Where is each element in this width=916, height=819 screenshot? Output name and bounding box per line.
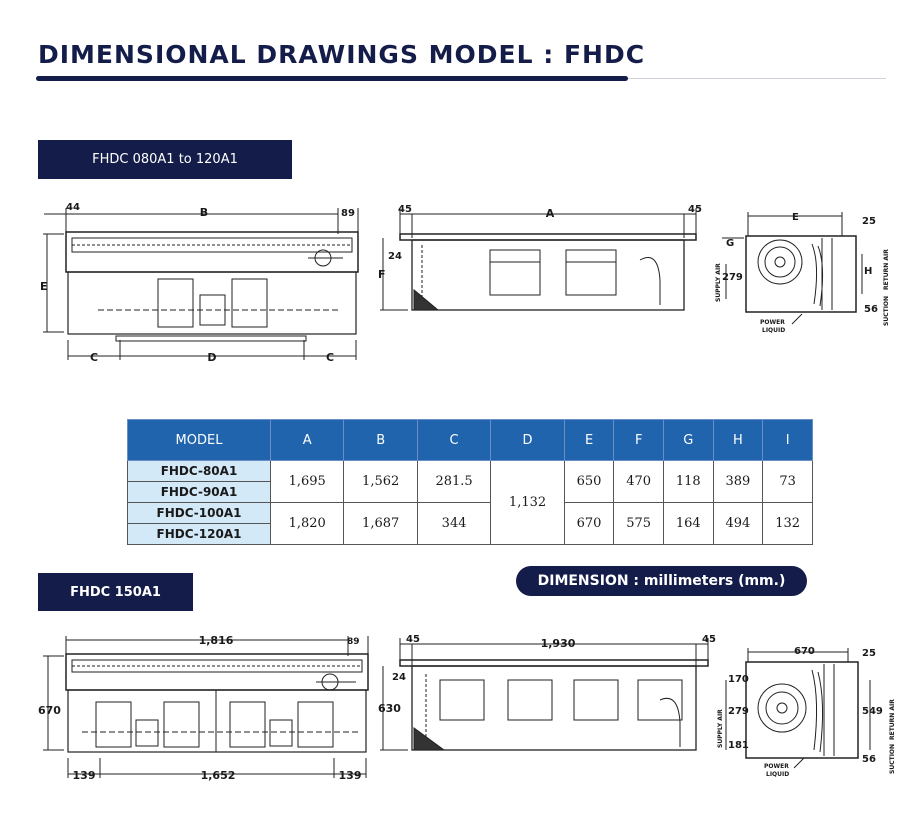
- header-e: E: [563, 419, 615, 461]
- dim-1816: 1,816: [199, 634, 234, 647]
- value-cell: 389: [712, 460, 764, 503]
- dim-139-left: 139: [73, 769, 96, 782]
- value-cell: 494: [712, 502, 764, 545]
- value-cell: 575: [613, 502, 664, 545]
- page-title: DIMENSIONAL DRAWINGS MODEL : FHDC: [38, 40, 646, 69]
- dim-1652: 1,652: [201, 769, 236, 782]
- dim-670: 670: [38, 704, 61, 717]
- header-f: F: [613, 419, 664, 461]
- table-row: FHDC-90A1: [127, 481, 813, 503]
- end-dim-h: H: [864, 266, 872, 277]
- header-model: MODEL: [127, 419, 271, 461]
- dim-b: B: [200, 206, 208, 219]
- value-cell: 1,695: [269, 460, 345, 503]
- header-h: H: [712, 419, 764, 461]
- value-cell-d: 1,132: [490, 460, 565, 545]
- side-view-drawing-2: 45 1,930 45 24 630: [378, 634, 716, 751]
- dim-45-left-2: 45: [406, 634, 420, 645]
- value-cell: 470: [613, 460, 664, 503]
- end-view-drawing-1: E 25 G 279 H 56 SUPPLY AIR RETURN AIR SU…: [715, 212, 890, 334]
- dim-45-right-2: 45: [702, 634, 716, 645]
- end-dim-25: 25: [862, 216, 876, 227]
- header-i: I: [762, 419, 813, 461]
- value-cell: 132: [762, 502, 813, 545]
- supply-air-label-2: SUPPLY AIR: [717, 709, 724, 748]
- value-cell: 670: [563, 502, 615, 545]
- front-view-drawing-1: 44 B 89 E C D C: [40, 202, 359, 364]
- suction-label: SUCTION: [883, 296, 890, 326]
- side-view-drawing-1: 45 A 45 24 F: [378, 204, 702, 311]
- suction-label-2: SUCTION: [889, 744, 896, 774]
- end-dim-170: 170: [728, 674, 749, 685]
- value-cell: 164: [663, 502, 714, 545]
- value-cell: 344: [416, 502, 492, 545]
- value-cell: 281.5: [416, 460, 492, 503]
- end-dim-181: 181: [728, 740, 749, 751]
- dim-45-left: 45: [398, 204, 412, 215]
- dimension-table: MODEL A B C D E F G H I FHDC-80A1 1,695 …: [127, 419, 813, 545]
- title-underline: [36, 76, 628, 81]
- dim-e: E: [40, 280, 48, 293]
- title-rule: [628, 78, 886, 79]
- model-cell: FHDC-100A1: [127, 502, 271, 524]
- header-b: B: [343, 419, 418, 461]
- model-cell: FHDC-120A1: [127, 523, 271, 545]
- header-d: D: [490, 419, 565, 461]
- dim-139-right: 139: [339, 769, 362, 782]
- dim-24: 24: [388, 251, 402, 262]
- end-dim-e: E: [792, 212, 799, 223]
- header-c: C: [416, 419, 492, 461]
- value-cell: 650: [563, 460, 615, 503]
- power-label-2: POWER: [764, 763, 789, 770]
- end-dim-279: 279: [722, 272, 743, 283]
- end-dim-g: G: [726, 238, 734, 249]
- dim-d: D: [207, 351, 216, 364]
- return-air-label-2: RETURN AIR: [889, 699, 896, 740]
- end-dim-56-2: 56: [862, 754, 876, 765]
- section-tag-080-120: FHDC 080A1 to 120A1: [38, 140, 292, 179]
- value-cell: 1,687: [343, 502, 418, 545]
- value-cell: 1,562: [343, 460, 418, 503]
- supply-air-label: SUPPLY AIR: [715, 263, 722, 302]
- end-dim-549: 549: [862, 706, 883, 717]
- table-row: FHDC-120A1: [127, 523, 813, 545]
- dim-630: 630: [378, 702, 401, 715]
- dim-24-2: 24: [392, 672, 406, 683]
- model-cell: FHDC-90A1: [127, 481, 271, 503]
- liquid-label: LIQUID: [762, 327, 785, 334]
- dim-1930: 1,930: [541, 637, 576, 650]
- front-view-drawing-2: 1,816 89 670 139 1,652 139: [38, 634, 369, 782]
- end-dim-56: 56: [864, 304, 878, 315]
- dim-c-right: C: [326, 351, 334, 364]
- section-tag-150: FHDC 150A1: [38, 573, 193, 611]
- dim-45-right: 45: [688, 204, 702, 215]
- table-header-row: MODEL A B C D E F G H I: [127, 419, 813, 461]
- value-cell: 73: [762, 460, 813, 503]
- header-a: A: [269, 419, 345, 461]
- dim-c-left: C: [90, 351, 98, 364]
- table-row: FHDC-80A1 1,695 1,562 281.5 1,132 650 47…: [127, 460, 813, 545]
- end-view-drawing-2: 670 25 170 279 181 549 56 SUPPLY AIR RET…: [717, 646, 896, 778]
- return-air-label: RETURN AIR: [883, 249, 890, 290]
- dim-89-2: 89: [347, 637, 360, 647]
- model-cell: FHDC-80A1: [127, 460, 271, 482]
- power-label: POWER: [760, 319, 785, 326]
- value-cell: 118: [663, 460, 714, 503]
- dim-a: A: [546, 207, 555, 220]
- end-dim-25-2: 25: [862, 648, 876, 659]
- dim-f: F: [378, 268, 386, 281]
- value-cell: 1,820: [269, 502, 345, 545]
- dim-89: 89: [341, 208, 355, 219]
- end-dim-670: 670: [794, 646, 815, 657]
- header-g: G: [663, 419, 714, 461]
- dimension-note: DIMENSION : millimeters (mm.): [516, 566, 807, 596]
- liquid-label-2: LIQUID: [766, 771, 789, 778]
- dim-44: 44: [66, 202, 80, 213]
- table-row: FHDC-100A1 1,820 1,687 344 670 575 164 4…: [127, 502, 813, 545]
- end-dim-279-2: 279: [728, 706, 749, 717]
